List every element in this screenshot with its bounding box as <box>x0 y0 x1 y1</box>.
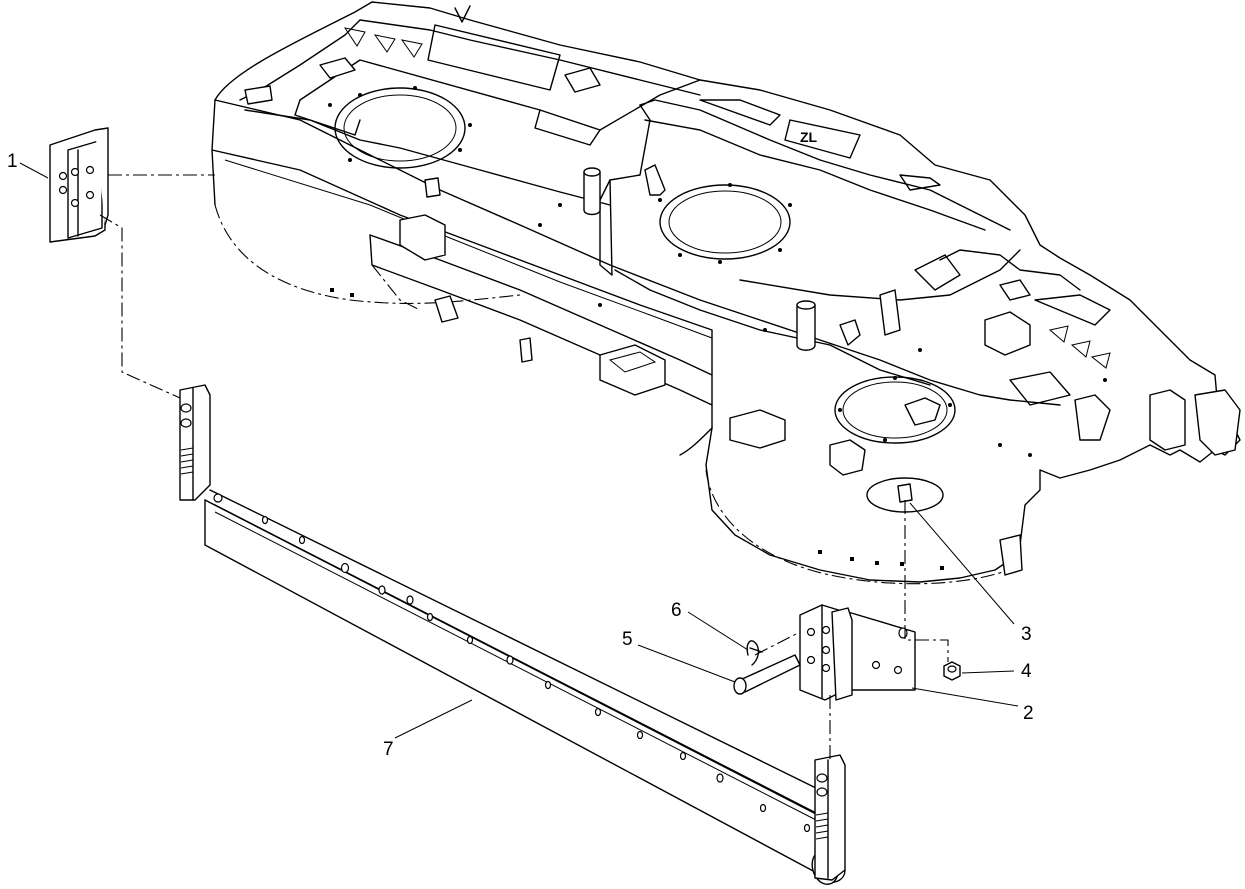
skirt-slots <box>330 288 944 570</box>
callout-labels: 1 2 3 4 5 6 7 <box>7 151 1034 760</box>
callout-1: 1 <box>7 151 18 172</box>
part-2-bracket <box>799 604 916 701</box>
callout-leaders <box>19 162 1019 739</box>
part-6-hairpin <box>746 640 763 666</box>
part-4-nut <box>943 661 961 681</box>
mower-deck: ZL <box>211 1 1241 585</box>
callout-4: 4 <box>1021 661 1032 682</box>
callout-7: 7 <box>383 739 394 760</box>
callout-6: 6 <box>671 600 682 621</box>
deck-logo-text: ZL <box>800 129 818 145</box>
callout-2: 2 <box>1023 703 1034 724</box>
part-1-bracket <box>49 127 109 243</box>
spindle-center <box>796 300 816 351</box>
part-5-clevis-pin <box>733 654 801 695</box>
deck-holes <box>328 86 1107 457</box>
part-7-roller-bar <box>179 384 846 885</box>
assembly-lines <box>99 174 949 760</box>
callout-5: 5 <box>622 629 633 650</box>
spindle-left <box>583 167 601 216</box>
callout-3: 3 <box>1021 624 1032 645</box>
